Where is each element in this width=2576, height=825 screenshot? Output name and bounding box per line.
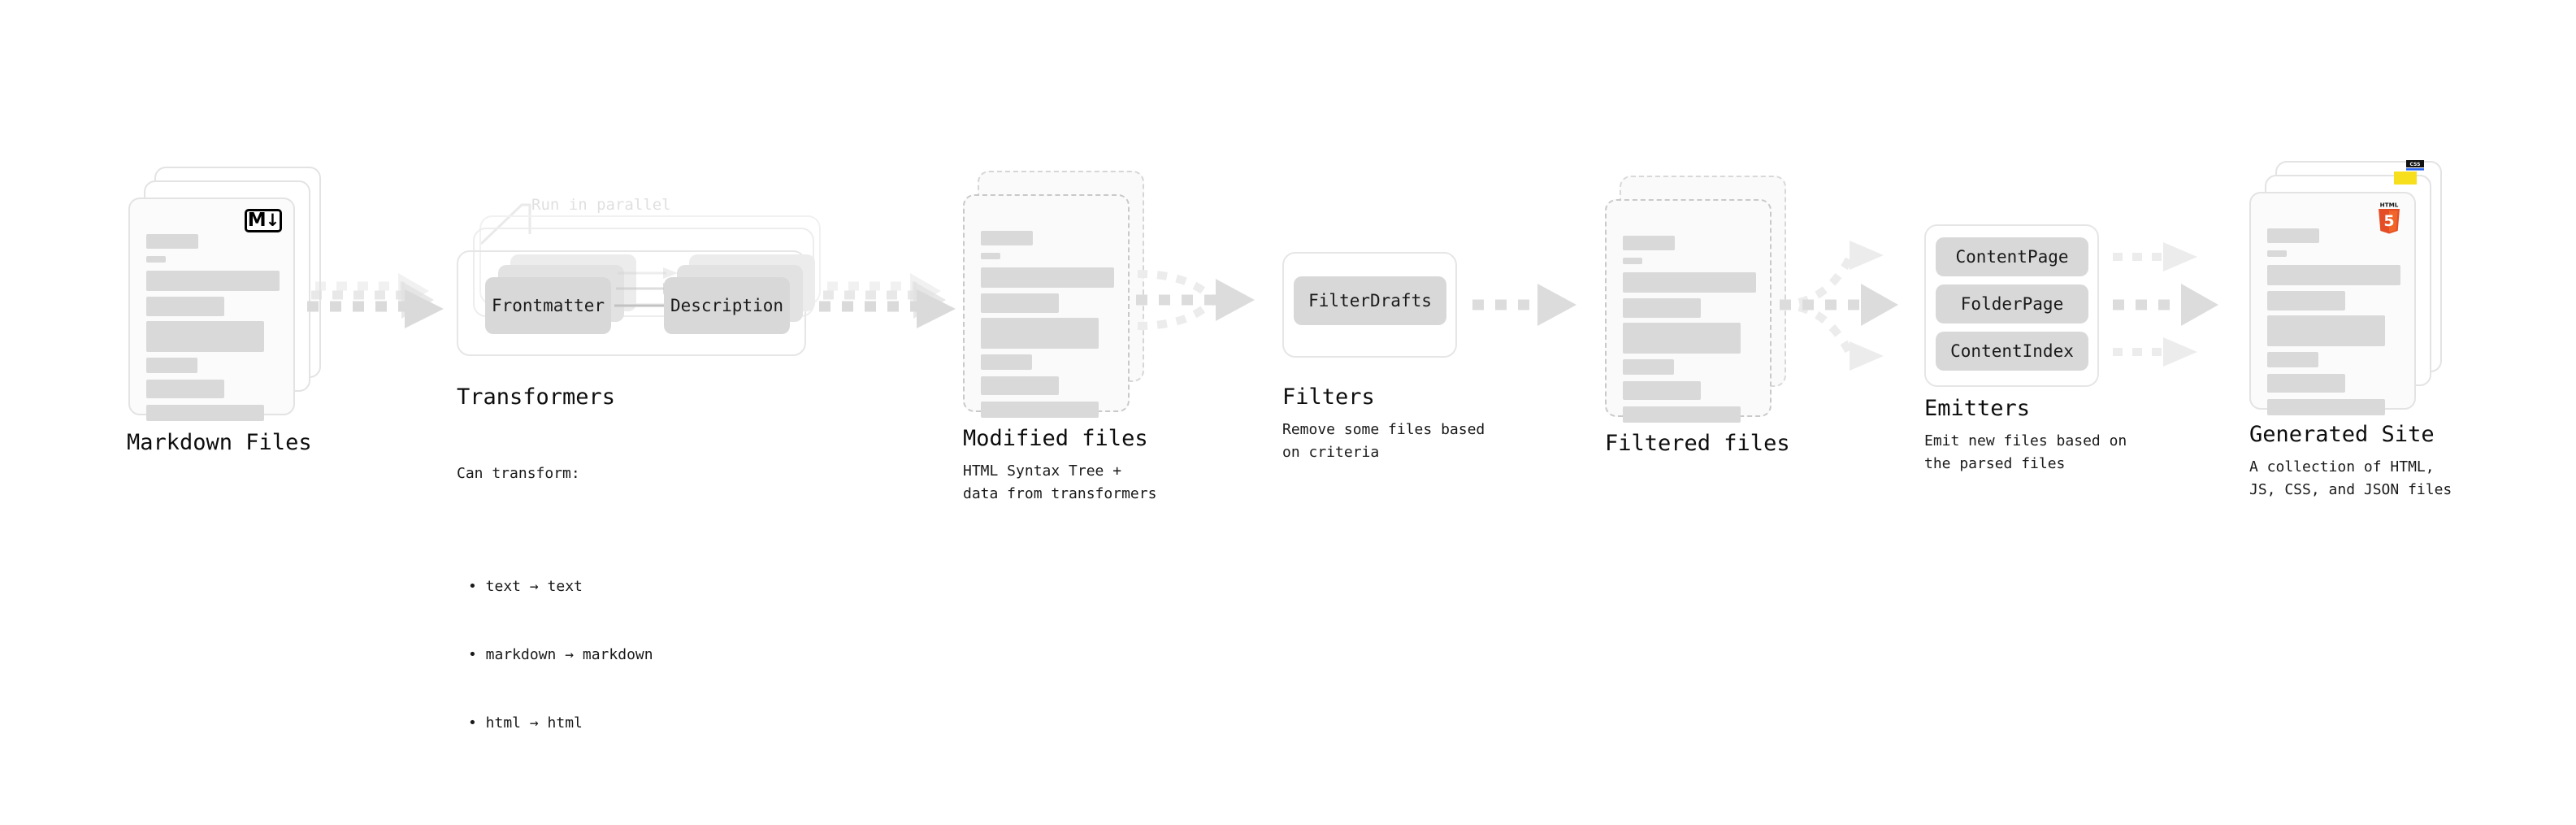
list-item: • text → text: [468, 578, 583, 596]
filters-title: Filters: [1282, 384, 1375, 410]
chip-filterdrafts-label: FilterDrafts: [1308, 291, 1432, 310]
doc-line: [1623, 406, 1741, 423]
js-logo-icon: [2394, 172, 2417, 185]
doc-line: [981, 267, 1114, 288]
transformer-group-back-2: [479, 215, 821, 305]
doc-line: [2267, 374, 2345, 393]
markdown-logo-icon: M↓: [245, 209, 282, 232]
list-item: • html → html: [468, 714, 583, 732]
doc-line: [981, 318, 1099, 349]
transformers-description: Can transform: • text → text • markdown …: [457, 417, 653, 825]
chip-description-label: Description: [670, 296, 784, 315]
doc-line: [2267, 228, 2319, 243]
doc-line: [2267, 399, 2385, 415]
markdown-file-card-front: M↓: [128, 198, 295, 421]
doc-line: [1623, 381, 1701, 400]
chip-description[interactable]: Description: [664, 277, 790, 334]
doc-line: [146, 297, 224, 316]
doc-line: [1623, 323, 1741, 354]
filtered-file-card-front: [1605, 199, 1772, 423]
chip-filterdrafts[interactable]: FilterDrafts: [1294, 276, 1446, 325]
connector-emitters-to-site: [2113, 242, 2218, 367]
chip-frontmatter-label: Frontmatter: [491, 296, 605, 315]
emitters-title: Emitters: [1924, 396, 2031, 421]
transformers-transform-list: • text → text • markdown → markdown • ht…: [468, 530, 653, 779]
markdown-logo-letter: M: [247, 210, 267, 231]
modified-files-title: Modified files: [963, 426, 1148, 451]
chip-contentindex[interactable]: ContentIndex: [1936, 332, 2088, 371]
doc-line: [146, 380, 224, 398]
markdown-files-title: Markdown Files: [127, 430, 312, 455]
filters-group: [1282, 252, 1457, 358]
doc-line: [2267, 265, 2400, 285]
chip-contentpage[interactable]: ContentPage: [1936, 237, 2088, 276]
doc-line: [1623, 272, 1756, 293]
css3-logo-text: CSS: [2410, 162, 2421, 167]
diagram-canvas: M↓ Markdown Files Run in parall: [127, 160, 2452, 732]
run-in-parallel-bracket: [479, 203, 531, 245]
filters-description: Remove some files based on criteria: [1282, 421, 1485, 461]
doc-line: [981, 253, 1000, 259]
modified-file-card-front: [963, 194, 1130, 418]
doc-line: [2267, 250, 2287, 257]
generated-file-card-front: HTML 5: [2249, 192, 2416, 415]
generated-site-title: Generated Site: [2249, 422, 2435, 447]
chip-frontmatter[interactable]: Frontmatter: [485, 277, 611, 334]
doc-line: [146, 234, 198, 249]
chip-contentpage-label: ContentPage: [1955, 247, 2069, 267]
doc-line: [981, 231, 1033, 245]
modified-files-description: HTML Syntax Tree + data from transformer…: [963, 462, 1157, 502]
html5-logo-digit: 5: [2383, 212, 2394, 230]
doc-line: [146, 256, 166, 263]
css3-logo-icon: CSS: [2406, 160, 2424, 171]
connector-modified-to-filters: [1136, 270, 1255, 330]
transformers-description-heading: Can transform:: [457, 464, 580, 482]
chip-contentindex-label: ContentIndex: [1950, 341, 2074, 361]
doc-line: [981, 354, 1032, 370]
connector-filtered-to-emitters: [1779, 241, 1898, 371]
doc-line: [146, 405, 264, 421]
doc-line: [146, 358, 197, 373]
doc-line: [2267, 315, 2385, 346]
run-in-parallel-label: Run in parallel: [531, 196, 671, 214]
doc-line: [2267, 352, 2318, 367]
html5-logo-icon: HTML 5: [2379, 202, 2400, 234]
markdown-logo-arrow: ↓: [265, 211, 280, 230]
filtered-files-title: Filtered files: [1605, 431, 1790, 456]
transformers-title: Transformers: [457, 384, 616, 410]
list-item: • markdown → markdown: [468, 645, 653, 663]
doc-line: [981, 293, 1059, 313]
doc-line: [2267, 291, 2345, 310]
connector-md-to-transformers: [307, 273, 444, 328]
emitters-description: Emit new files based on the parsed files: [1924, 432, 2127, 472]
doc-line: [146, 271, 280, 291]
chip-folderpage[interactable]: FolderPage: [1936, 284, 2088, 323]
connector-transformers-to-modified: [819, 273, 956, 328]
html5-logo-wordmark: HTML: [2380, 202, 2399, 209]
chip-folderpage-label: FolderPage: [1960, 294, 2064, 314]
doc-line: [981, 376, 1059, 395]
connector-filters-to-filtered: [1472, 284, 1576, 326]
doc-line: [146, 321, 264, 352]
doc-line: [1623, 298, 1701, 318]
doc-line: [1623, 359, 1674, 375]
doc-line: [1623, 236, 1675, 250]
generated-site-description: A collection of HTML, JS, CSS, and JSON …: [2249, 458, 2452, 498]
emitters-group: [1924, 224, 2099, 387]
doc-line: [981, 402, 1099, 418]
doc-line: [1623, 258, 1642, 264]
